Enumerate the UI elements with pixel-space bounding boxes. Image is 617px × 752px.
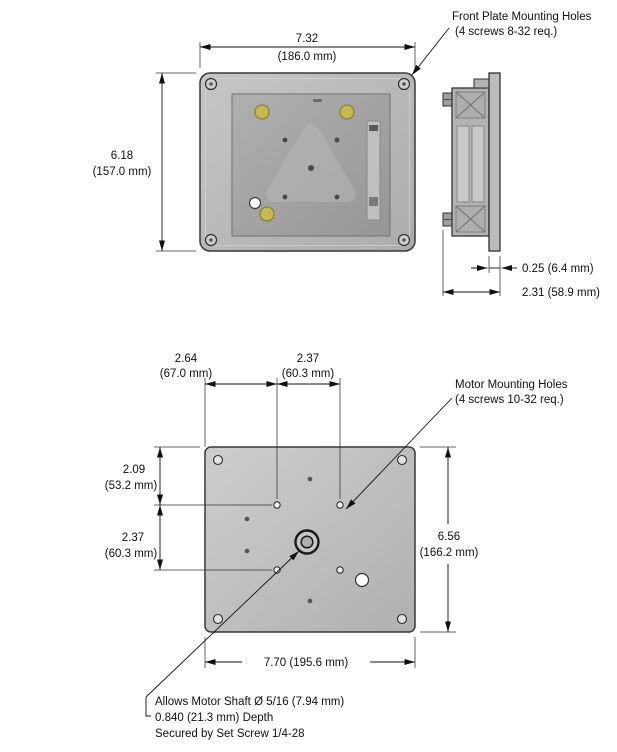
white-bushing-hole [354,572,370,588]
dim-bottom-spacing-v-metric: (60.3 mm) [105,548,158,560]
dim-side-thickness: 0.25 (6.4 mm) [522,263,594,275]
front-view-dimensions: 7.32 (186.0 mm) 6.18 (157.0 mm) [93,33,416,252]
side-top-tab [473,78,490,89]
dim-bottom-spacing-h-value: 2.37 [297,353,319,365]
captive-screw-icon [339,104,355,120]
side-front-plate [488,72,501,252]
dim-side-depth: 2.31 (58.9 mm) [522,287,600,299]
front-view [199,72,416,252]
motor-mounting-hole [273,501,281,509]
motor-mounting-note: Motor Mounting Holes (4 screws 10-32 req… [345,379,568,510]
note-shaft-1: Allows Motor Shaft Ø 5/16 (7.94 mm) [155,696,344,708]
dim-front-width-metric: (186.0 mm) [278,51,337,63]
dim-bottom-offset-top-value: 2.09 [123,464,145,476]
note-motor-holes-1: Motor Mounting Holes [455,379,568,391]
dim-front-height-metric: (157.0 mm) [93,166,152,178]
bottom-view [204,446,416,633]
side-view-dimensions: 0.25 (6.4 mm) 2.31 (58.9 mm) [442,230,600,299]
side-chamfer-bottom [455,205,486,233]
side-view [442,72,501,252]
motor-mounting-holes [273,501,344,574]
side-screw-heads [442,92,453,227]
note-front-plate-holes-2: (4 screws 8-32 req.) [455,26,557,38]
shaft-bore [294,529,320,555]
front-mounting-note: Front Plate Mounting Holes (4 screws 8-3… [411,11,592,76]
dim-bottom-height-metric: (166.2 mm) [420,547,479,559]
motor-mounting-hole [336,566,344,574]
clearance-holes [244,476,313,604]
leader-front-mounting [411,27,450,76]
side-chamfer-top [455,91,486,119]
motor-mounting-hole [273,566,281,574]
bottom-view-dimensions: 2.64 (67.0 mm) 2.37 (60.3 mm) 2.09 (53.2… [105,353,479,669]
captive-screw-icon [254,104,270,120]
dim-bottom-spacing-v-value: 2.37 [122,532,144,544]
plate-corner-holes [212,454,408,625]
dim-bottom-offset-left-metric: (67.0 mm) [160,368,213,380]
dim-bottom-offset-top-metric: (53.2 mm) [105,480,158,492]
dim-front-height-value: 6.18 [111,150,133,162]
dim-bottom-spacing-h-metric: (60.3 mm) [282,368,335,380]
dim-bottom-width: 7.70 (195.6 mm) [264,657,349,669]
adjustment-slot [366,120,381,221]
note-front-plate-holes-1: Front Plate Mounting Holes [452,11,592,23]
motor-mounting-hole [336,501,344,509]
note-shaft-3: Secured by Set Screw 1/4-28 [155,728,305,740]
leader-shaft [145,550,300,698]
captive-screw-icon [259,206,275,222]
dim-bottom-height-value: 6.56 [438,531,460,543]
captive-screws-yellow [254,104,355,222]
panel-holes [282,99,340,200]
note-shaft-2: 0.840 (21.3 mm) Depth [155,712,273,724]
shaft-note: Allows Motor Shaft Ø 5/16 (7.94 mm) 0.84… [145,550,344,740]
dim-bottom-offset-left-value: 2.64 [175,353,198,365]
dim-front-width-value: 7.32 [296,33,318,45]
slot-mark [369,125,378,131]
leader-motor-holes [345,397,453,510]
panel-watermark [266,124,356,202]
side-slots [456,125,485,203]
white-bushing [248,196,262,210]
front-plate-bevel [205,78,410,246]
slot-mark [369,197,378,206]
note-motor-holes-2: (4 screws 10-32 req.) [455,394,564,406]
front-corner-screws [204,77,411,247]
